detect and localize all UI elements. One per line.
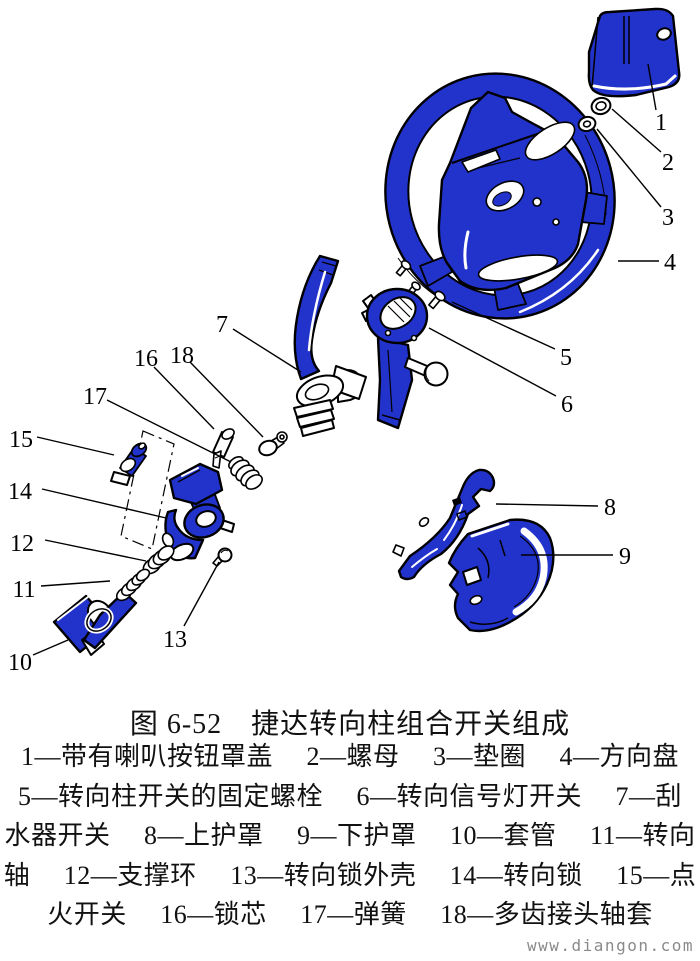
leader-line-12 — [44, 539, 147, 562]
leader-line-16 — [153, 366, 215, 430]
leader-line-13 — [183, 561, 220, 627]
wiper-switch-part — [293, 254, 367, 437]
turn-signal-switch-part — [361, 287, 449, 430]
legend-line: 轴 12—支撑环 13—转向锁外壳 14—转向锁 15—点 — [3, 860, 697, 890]
legend-line: 火开关 16—锁芯 17—弹簧 18—多齿接头轴套 — [47, 900, 653, 929]
part-label-1: 1 — [655, 110, 667, 136]
part-label-4: 4 — [664, 250, 676, 276]
fixing-bolt-part — [428, 290, 446, 310]
leader-line-14 — [41, 488, 167, 519]
lock-housing-phantom-outline — [120, 430, 175, 550]
part-label-12: 12 — [10, 531, 34, 557]
upper-cover-part — [392, 468, 496, 581]
spring-part — [228, 456, 263, 490]
nut-part — [590, 96, 612, 116]
leader-line-18 — [189, 361, 264, 438]
leader-line-1 — [647, 63, 657, 111]
steering-shaft-part — [82, 568, 151, 650]
leader-line-7 — [232, 328, 302, 373]
legend-line: 5—转向柱开关的固定螺栓 6—转向信号灯开关 7—刮 — [17, 781, 682, 811]
legend-line: 水器开关 8—上护罩 9—下护罩 10—套管 11—转向 — [4, 821, 696, 850]
leader-line-2 — [611, 108, 662, 153]
leader-line-8 — [495, 503, 599, 507]
part-label-2: 2 — [662, 150, 674, 176]
part-label-3: 3 — [662, 205, 674, 231]
part-label-16: 16 — [134, 346, 158, 372]
horn-button-cover-part — [587, 7, 681, 98]
part-label-14: 14 — [8, 479, 32, 505]
pin-icon — [395, 260, 412, 277]
part-label-6: 6 — [561, 392, 573, 418]
part-label-13: 13 — [163, 627, 187, 653]
part-label-11: 11 — [12, 577, 35, 603]
steering-wheel-part — [384, 72, 616, 320]
part-label-10: 10 — [8, 650, 32, 676]
part-label-18: 18 — [170, 343, 194, 369]
support-ring-part — [142, 545, 175, 575]
legend-line: 1—带有喇叭按钮罩盖 2—螺母 3—垫圈 4—方向盘 — [20, 742, 679, 771]
part-label-5: 5 — [560, 345, 572, 371]
ignition-switch-part — [110, 442, 148, 486]
leader-line-10 — [32, 639, 69, 656]
legend: 1—带有喇叭按钮罩盖 2—螺母 3—垫圈 4—方向盘 5—转向柱开关的固定螺栓 6… — [0, 737, 700, 935]
steering-lock-part — [161, 462, 235, 562]
washer-part — [577, 115, 597, 133]
part-label-17: 17 — [83, 384, 107, 410]
part-label-7: 7 — [216, 312, 228, 338]
leader-line-6 — [428, 327, 557, 397]
adapter-sleeve-part — [258, 431, 288, 457]
part-label-9: 9 — [619, 544, 631, 570]
figure-caption: 图 6-52 捷达转向柱组合开关组成 — [129, 709, 571, 740]
leader-line-15 — [36, 436, 115, 456]
leader-line-5 — [451, 301, 556, 350]
lower-cover-part — [447, 518, 555, 633]
leader-line-3 — [596, 128, 662, 208]
part-label-8: 8 — [604, 495, 616, 521]
leader-line-17 — [106, 399, 232, 463]
leader-line-11 — [40, 580, 111, 587]
part-label-15: 15 — [9, 427, 33, 453]
watermark: www.diangon.com — [527, 936, 694, 955]
lock-housing-screw-part — [212, 547, 233, 567]
